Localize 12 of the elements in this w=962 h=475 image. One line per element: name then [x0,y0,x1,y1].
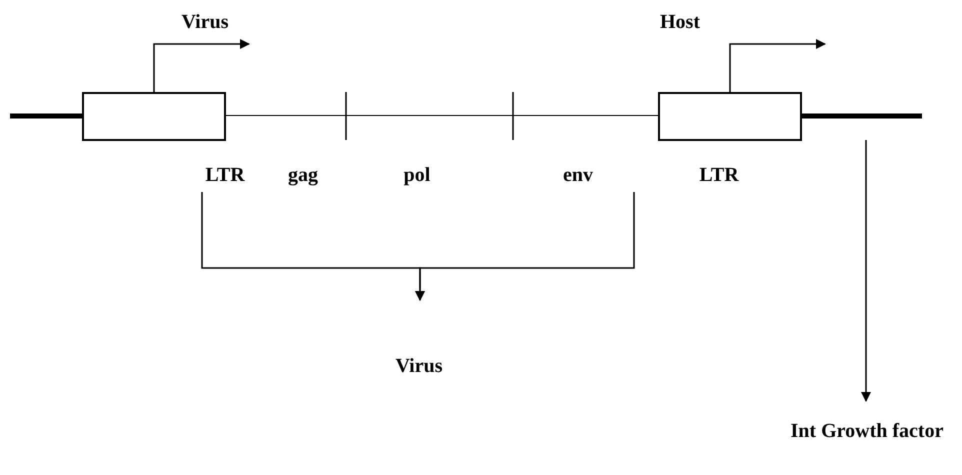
arrow [729,39,826,92]
product-label: Virus [394,354,444,378]
arrow [861,140,871,402]
edge-label: Host [659,10,701,34]
arrow [153,39,250,92]
gene-label: LTR [698,163,740,187]
arrow [415,192,635,301]
edge-label: Virus [180,10,230,34]
gene-label: gag [287,163,319,187]
gene-label: pol [402,163,432,187]
gene-label: env [562,163,594,187]
product-label: Int Growth factor [790,419,944,443]
